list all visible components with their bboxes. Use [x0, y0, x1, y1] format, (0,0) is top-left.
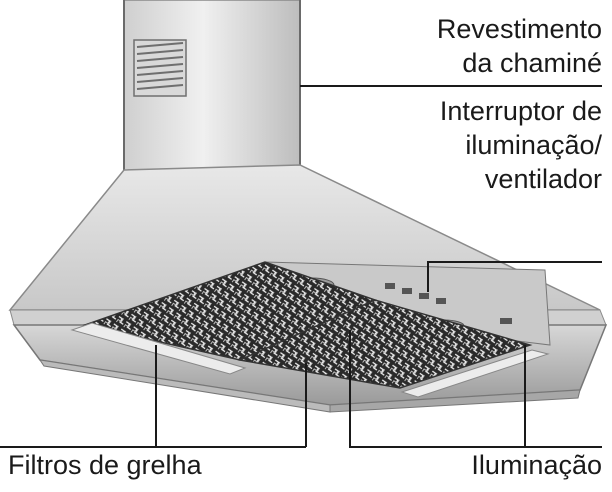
leader-lines [0, 85, 602, 448]
chimney-cover-label: Revestimento da chaminé [437, 12, 602, 80]
switch-label-line1: Interruptor de [439, 96, 602, 126]
switch-label-line2: iluminação/ [465, 130, 602, 160]
lighting-label: Iluminação [471, 450, 602, 480]
grease-filter-right [237, 299, 533, 389]
lighting-leader-left [349, 330, 602, 448]
filters-label: Filtros de grelha [8, 450, 202, 480]
switch-label-line3: ventilador [484, 164, 602, 194]
chimney-vent-grille [133, 39, 187, 97]
switch-label: Interruptor de iluminação/ ventilador [440, 94, 602, 196]
chimney-cover-label-line2: da chaminé [462, 48, 602, 78]
switch-leader [427, 261, 602, 292]
light-strips [70, 322, 550, 398]
chimney-cover-label-line1: Revestimento [436, 14, 602, 44]
